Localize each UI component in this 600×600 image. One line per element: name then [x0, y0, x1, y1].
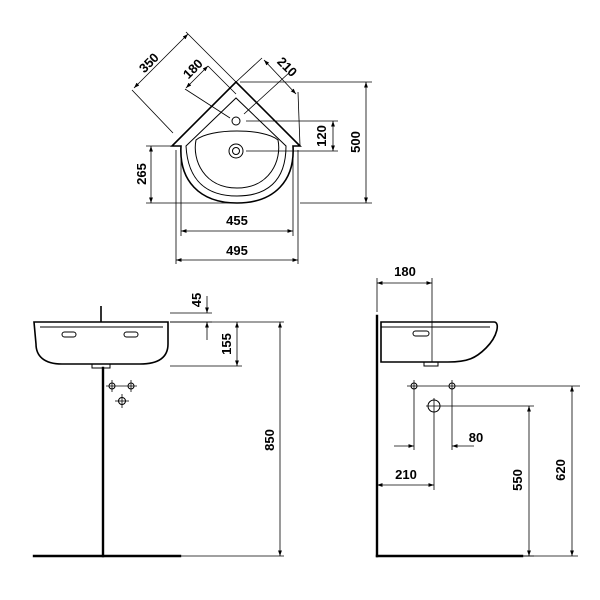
dim-620: 620: [553, 459, 568, 481]
top-basin-bowl: [194, 130, 280, 189]
side-basin-outline: [380, 321, 499, 363]
dim-155: 155: [219, 333, 234, 355]
front-view: 45 155 850: [32, 293, 284, 558]
front-basin-outline: [33, 321, 169, 365]
dim-210-side: 210: [395, 467, 417, 482]
top-view: 350 180 210 120 500 265 455 495: [131, 31, 372, 264]
top-tap-hole: [231, 116, 241, 126]
dim-550: 550: [510, 469, 525, 491]
dim-80: 80: [469, 430, 483, 445]
dim-45: 45: [189, 293, 204, 307]
dim-850: 850: [262, 429, 277, 451]
top-drain-outer: [228, 143, 244, 159]
dim-495: 495: [226, 243, 248, 258]
dim-180-top: 180: [180, 56, 206, 82]
dim-210-top: 210: [274, 54, 300, 80]
side-overflow: [412, 330, 430, 337]
top-drain-inner: [232, 147, 240, 155]
dim-120: 120: [314, 125, 329, 147]
dim-350: 350: [136, 50, 162, 76]
top-basin-outline: [170, 80, 302, 204]
dim-500: 500: [348, 131, 363, 153]
dim-180-side: 180: [394, 264, 416, 279]
dim-265: 265: [134, 163, 149, 185]
front-overflow-right: [123, 331, 139, 338]
front-overflow-left: [61, 331, 77, 338]
top-basin-rim: [185, 97, 287, 197]
side-view: 180 80 210 550 620: [375, 264, 580, 558]
dim-455: 455: [226, 213, 248, 228]
